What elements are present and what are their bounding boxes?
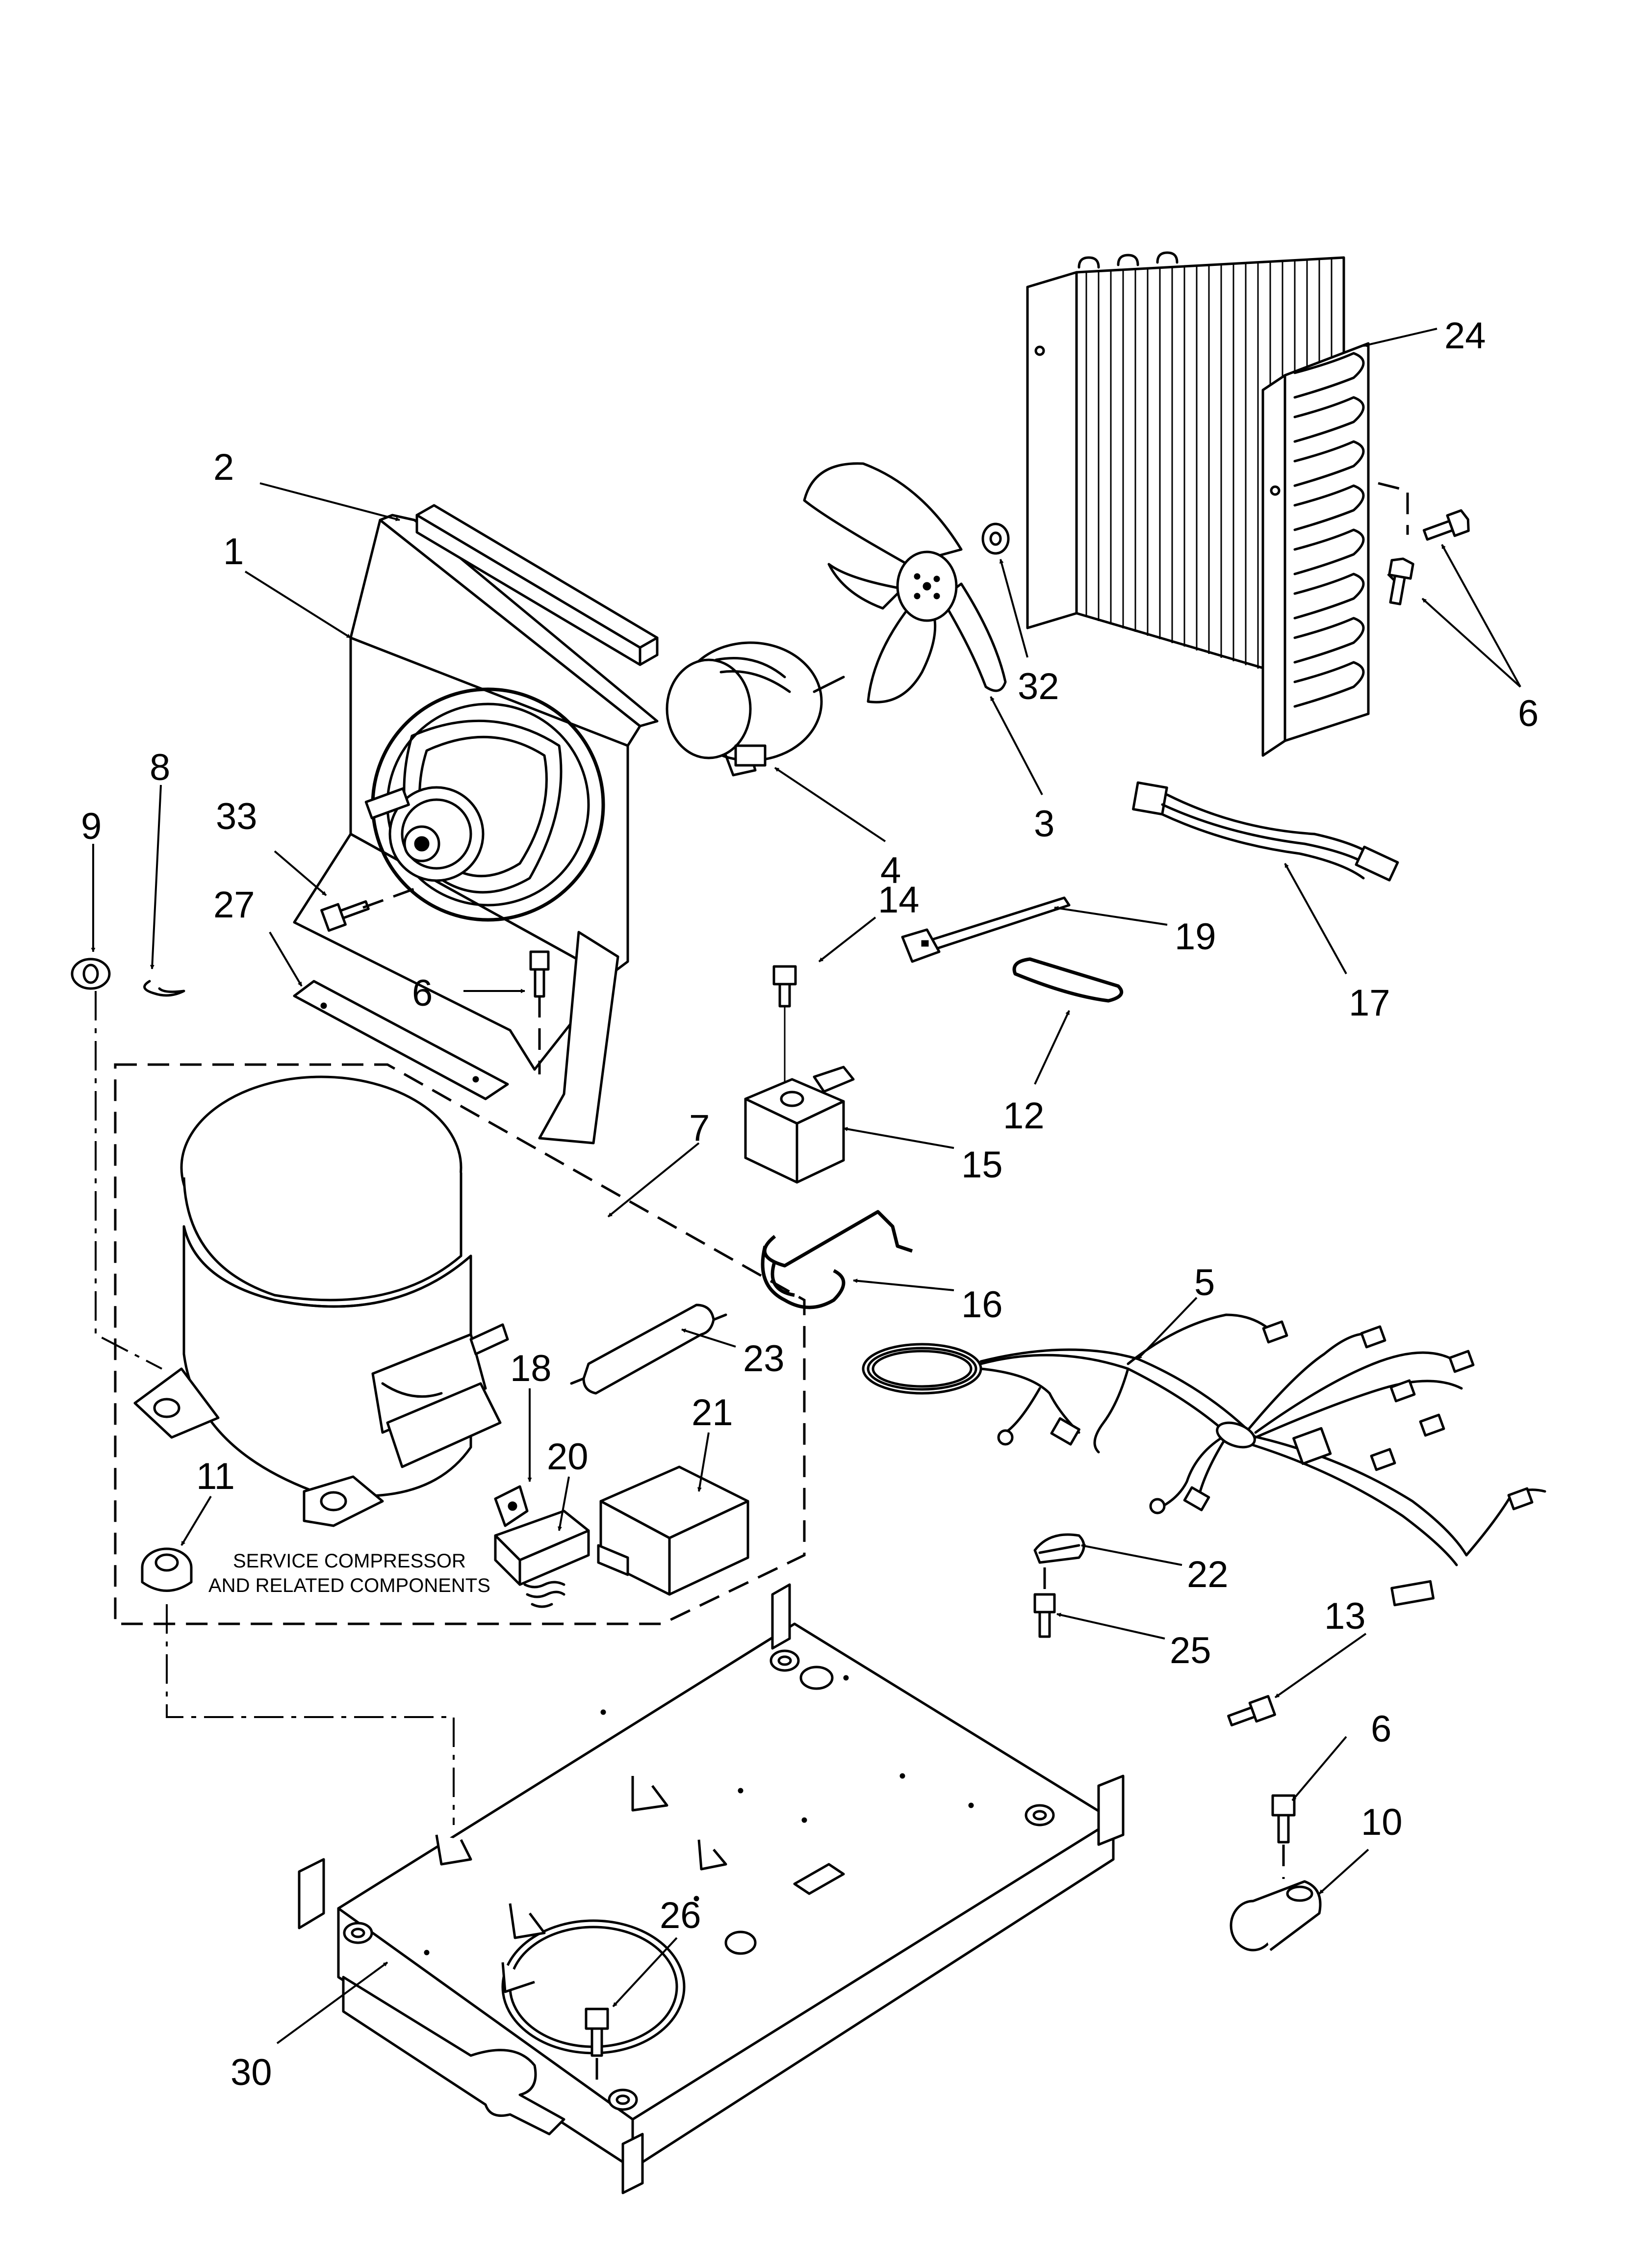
callout-13: 13: [1324, 1595, 1366, 1637]
callout-27: 27: [213, 884, 255, 926]
washer: [981, 522, 1010, 555]
wire-harness-main: [862, 1313, 1546, 1607]
screw-25: [1033, 1567, 1056, 1638]
clamp: [1033, 1533, 1085, 1564]
fan-shroud: [293, 514, 659, 1145]
callout-labels: 1 2 3 4 5 6 6 6 7 8 9 10 11 12 13 14 15 …: [81, 315, 1539, 2093]
callout-1: 1: [223, 531, 244, 573]
callout-5: 5: [1194, 1262, 1215, 1303]
callout-25: 25: [1170, 1630, 1211, 1671]
cable-clamp: [1230, 1880, 1322, 1952]
caption-line-2: AND RELATED COMPONENTS: [208, 1575, 490, 1596]
callout-26: 26: [660, 1895, 701, 1936]
tube: [1012, 957, 1124, 1003]
wire-bracket: [761, 1210, 913, 1309]
screw-13: [1227, 1695, 1276, 1726]
screw-6-bottom: [1271, 1794, 1296, 1879]
compressor: [133, 1075, 509, 1527]
callout-9: 9: [81, 806, 102, 847]
condenser: [1026, 251, 1370, 757]
callout-4: 4: [880, 850, 901, 891]
callout-12: 12: [1003, 1095, 1045, 1137]
plate: [293, 980, 509, 1100]
callout-23: 23: [743, 1338, 785, 1380]
callout-24: 24: [1444, 315, 1486, 357]
shroud-screws: [320, 886, 550, 1074]
callout-6a: 6: [1518, 693, 1539, 734]
callout-3: 3: [1034, 803, 1054, 845]
callout-21: 21: [692, 1392, 733, 1434]
caption-line-1: SERVICE COMPRESSOR: [233, 1550, 466, 1572]
screw-26: [585, 2007, 609, 2090]
callout-2: 2: [213, 446, 234, 488]
relay: [494, 1510, 590, 1608]
fan-motor: [666, 641, 845, 777]
fan-blade: [803, 462, 1007, 704]
overload-box: [597, 1465, 749, 1596]
clip: [143, 980, 185, 997]
callout-33: 33: [216, 796, 257, 837]
condenser-screws: [1378, 482, 1470, 605]
terminal-cover: [494, 1485, 529, 1527]
callout-20: 20: [547, 1436, 589, 1478]
callout-15: 15: [961, 1144, 1003, 1186]
callout-22: 22: [1187, 1554, 1229, 1595]
solenoid-valve: [744, 965, 855, 1184]
cable-tie: [901, 896, 1071, 963]
callout-11: 11: [196, 1456, 235, 1497]
callout-30: 30: [231, 2052, 272, 2093]
drier: [570, 1303, 727, 1395]
callout-7: 7: [689, 1107, 710, 1149]
wire-harness-small: [1132, 781, 1399, 882]
service-compressor-boundary: [114, 1063, 806, 1625]
callout-8: 8: [150, 747, 170, 788]
callout-19: 19: [1175, 916, 1216, 958]
leader-lines: [91, 328, 1521, 2044]
callout-6c: 6: [1371, 1708, 1391, 1750]
callout-6b: 6: [412, 972, 433, 1014]
callout-17: 17: [1349, 982, 1390, 1024]
callout-16: 16: [961, 1284, 1003, 1326]
callout-10: 10: [1361, 1801, 1403, 1843]
service-compressor-caption: SERVICE COMPRESSOR AND RELATED COMPONENT…: [208, 1550, 490, 1596]
compressor-grommet: [141, 1547, 193, 1592]
grommet: [71, 958, 111, 990]
callout-32: 32: [1018, 666, 1059, 707]
base-pan: [298, 1583, 1125, 2194]
gasket-strip: [415, 504, 659, 666]
callout-14: 14: [878, 879, 920, 921]
callout-18: 18: [510, 1348, 552, 1389]
